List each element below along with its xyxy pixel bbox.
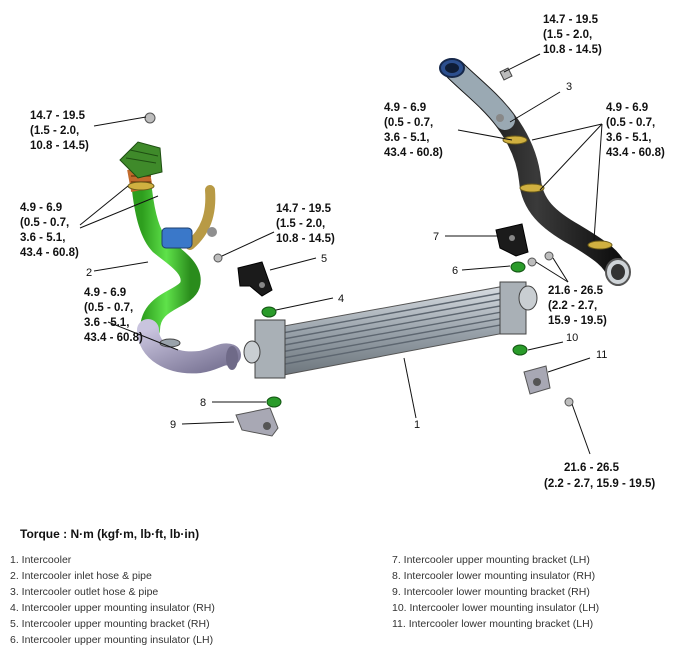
- torque-unit-label: Torque : N·m (kgf·m, lb·ft, lb·in): [20, 527, 200, 541]
- legend-item: 6. Intercooler upper mounting insulator …: [10, 634, 214, 646]
- insulators: [261, 261, 528, 408]
- legend-item: 1. Intercooler: [10, 554, 72, 566]
- torque-callout-left-clamp: 4.9 - 6.9 (0.5 - 0.7, 3.6 - 5.1, 43.4 - …: [20, 202, 79, 259]
- legend-list-left: 1. Intercooler 2. Intercooler inlet hose…: [10, 552, 215, 648]
- legend-item: 2. Intercooler inlet hose & pipe: [10, 570, 152, 582]
- legend-list-right: 7. Intercooler upper mounting bracket (L…: [392, 552, 599, 632]
- part-number-5: 5: [321, 253, 327, 265]
- legend-item: 10. Intercooler lower mounting insulator…: [392, 602, 600, 614]
- part-number-3: 3: [566, 81, 572, 93]
- lower-bracket-lh: [523, 365, 551, 395]
- torque-callout-top-left: 14.7 - 19.5 (1.5 - 2.0, 10.8 - 14.5): [30, 110, 89, 152]
- torque-callout-mid-center: 14.7 - 19.5 (1.5 - 2.0, 10.8 - 14.5): [276, 203, 335, 245]
- part-number-11: 11: [596, 349, 607, 361]
- torque-callout-bottom-bolt: 21.6 - 26.5 (2.2 - 2.7, 15.9 - 19.5): [544, 462, 655, 490]
- legend-item: 9. Intercooler lower mounting bracket (R…: [392, 586, 590, 598]
- part-number-10: 10: [566, 332, 578, 344]
- torque-callout-right-upper-clamp: 4.9 - 6.9 (0.5 - 0.7, 3.6 - 5.1, 43.4 - …: [384, 102, 443, 159]
- legend-item: 8. Intercooler lower mounting insulator …: [392, 570, 596, 582]
- torque-callout-top-center: 14.7 - 19.5 (1.5 - 2.0, 10.8 - 14.5): [543, 14, 602, 56]
- bolts: [213, 251, 574, 407]
- inlet-hose-pipe: [119, 112, 241, 374]
- legend-item: 11. Intercooler lower mounting bracket (…: [392, 618, 594, 630]
- part-number-1: 1: [414, 419, 420, 431]
- torque-callout-right-bolt: 21.6 - 26.5 (2.2 - 2.7, 15.9 - 19.5): [548, 285, 607, 327]
- torque-callout-left-lower-clamp: 4.9 - 6.9 (0.5 - 0.7, 3.6 - 5.1, 43.4 - …: [84, 287, 143, 344]
- part-number-7: 7: [433, 231, 439, 243]
- torque-callout-right-clamp: 4.9 - 6.9 (0.5 - 0.7, 3.6 - 5.1, 43.4 - …: [606, 102, 665, 159]
- legend-item: 5. Intercooler upper mounting bracket (R…: [10, 618, 210, 630]
- legend-item: 3. Intercooler outlet hose & pipe: [10, 586, 159, 598]
- upper-bracket-lh: [495, 223, 529, 257]
- part-number-4: 4: [338, 293, 344, 305]
- outlet-hose-pipe: [439, 58, 631, 286]
- part-number-6: 6: [452, 265, 458, 277]
- part-number-9: 9: [170, 419, 176, 431]
- legend-item: 4. Intercooler upper mounting insulator …: [10, 602, 215, 614]
- legend-item: 7. Intercooler upper mounting bracket (L…: [392, 554, 590, 566]
- part-number-8: 8: [200, 397, 206, 409]
- part-number-2: 2: [86, 267, 92, 279]
- upper-bracket-rh: [237, 261, 273, 297]
- exploded-diagram: 14.7 - 19.5 (1.5 - 2.0, 10.8 - 14.5) 4.9…: [20, 14, 665, 490]
- lower-bracket-rh: [235, 407, 279, 437]
- leader-lines: [79, 53, 603, 455]
- intercooler: [243, 281, 538, 379]
